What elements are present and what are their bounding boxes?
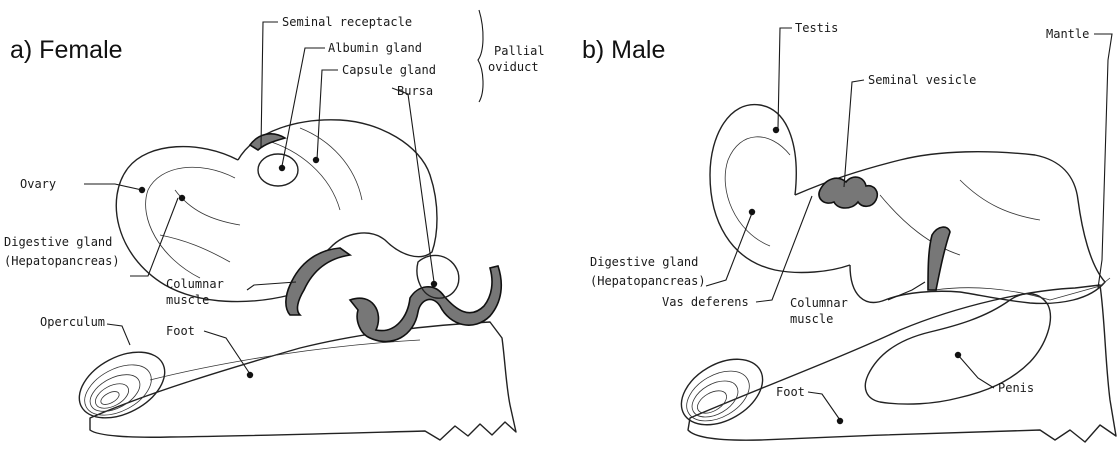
label-ovary: Ovary (20, 177, 56, 191)
visceral-mass-outline (238, 120, 437, 295)
label-muscle: muscle (166, 293, 209, 307)
label-operculum: Operculum (40, 315, 105, 329)
label-muscle-male: muscle (790, 312, 833, 326)
albumin-gland-shape (258, 154, 298, 186)
dot-digestive-gland (179, 195, 185, 201)
label-penis: Penis (998, 381, 1034, 395)
seminal-vesicle-shape (819, 177, 877, 208)
label-capsule-gland: Capsule gland (342, 63, 436, 77)
dot-bursa (431, 281, 437, 287)
label-columnar-male: Columnar (790, 296, 848, 310)
seminal-receptacle-shape (250, 134, 285, 150)
dot-capsule-gland (313, 157, 319, 163)
panel-male: b) Male (582, 21, 1116, 442)
label-foot: Foot (166, 324, 195, 338)
dot-penis (955, 352, 961, 358)
panel-title-female: a) Female (10, 36, 123, 64)
operculum-shape (68, 339, 176, 432)
label-vas-deferens: Vas deferens (662, 295, 749, 309)
panel-female: a) Female (4, 10, 545, 440)
label-hepatopancreas-male: (Hepatopancreas) (590, 274, 706, 288)
label-bursa: Bursa (397, 84, 433, 98)
columnar-muscle-shape-male (928, 227, 950, 290)
label-testis: Testis (795, 21, 838, 35)
label-hepatopancreas: (Hepatopancreas) (4, 254, 120, 268)
label-digestive-gland-male: Digestive gland (590, 255, 698, 269)
dot-albumin-gland (279, 165, 285, 171)
label-seminal-vesicle: Seminal vesicle (868, 73, 976, 87)
label-oviduct: oviduct (488, 60, 539, 74)
foot-outline (90, 322, 516, 440)
foot-outline-male (688, 285, 1116, 442)
label-mantle: Mantle (1046, 27, 1089, 41)
visceral-mass-outline-male (795, 152, 1105, 304)
label-foot-male: Foot (776, 385, 805, 399)
intestine-loop (350, 266, 501, 342)
label-digestive-gland: Digestive gland (4, 235, 112, 249)
dot-digestive-gland-male (749, 209, 755, 215)
dot-ovary (139, 187, 145, 193)
label-albumin-gland: Albumin gland (328, 41, 422, 55)
operculum-shape-male (670, 346, 774, 438)
dot-testis (773, 127, 779, 133)
label-columnar: Columnar (166, 277, 224, 291)
dot-foot (247, 372, 253, 378)
panel-title-male: b) Male (582, 36, 665, 64)
label-seminal-receptacle: Seminal receptacle (282, 15, 412, 29)
label-pallial: Pallial (494, 44, 545, 58)
dot-foot-male (837, 418, 843, 424)
